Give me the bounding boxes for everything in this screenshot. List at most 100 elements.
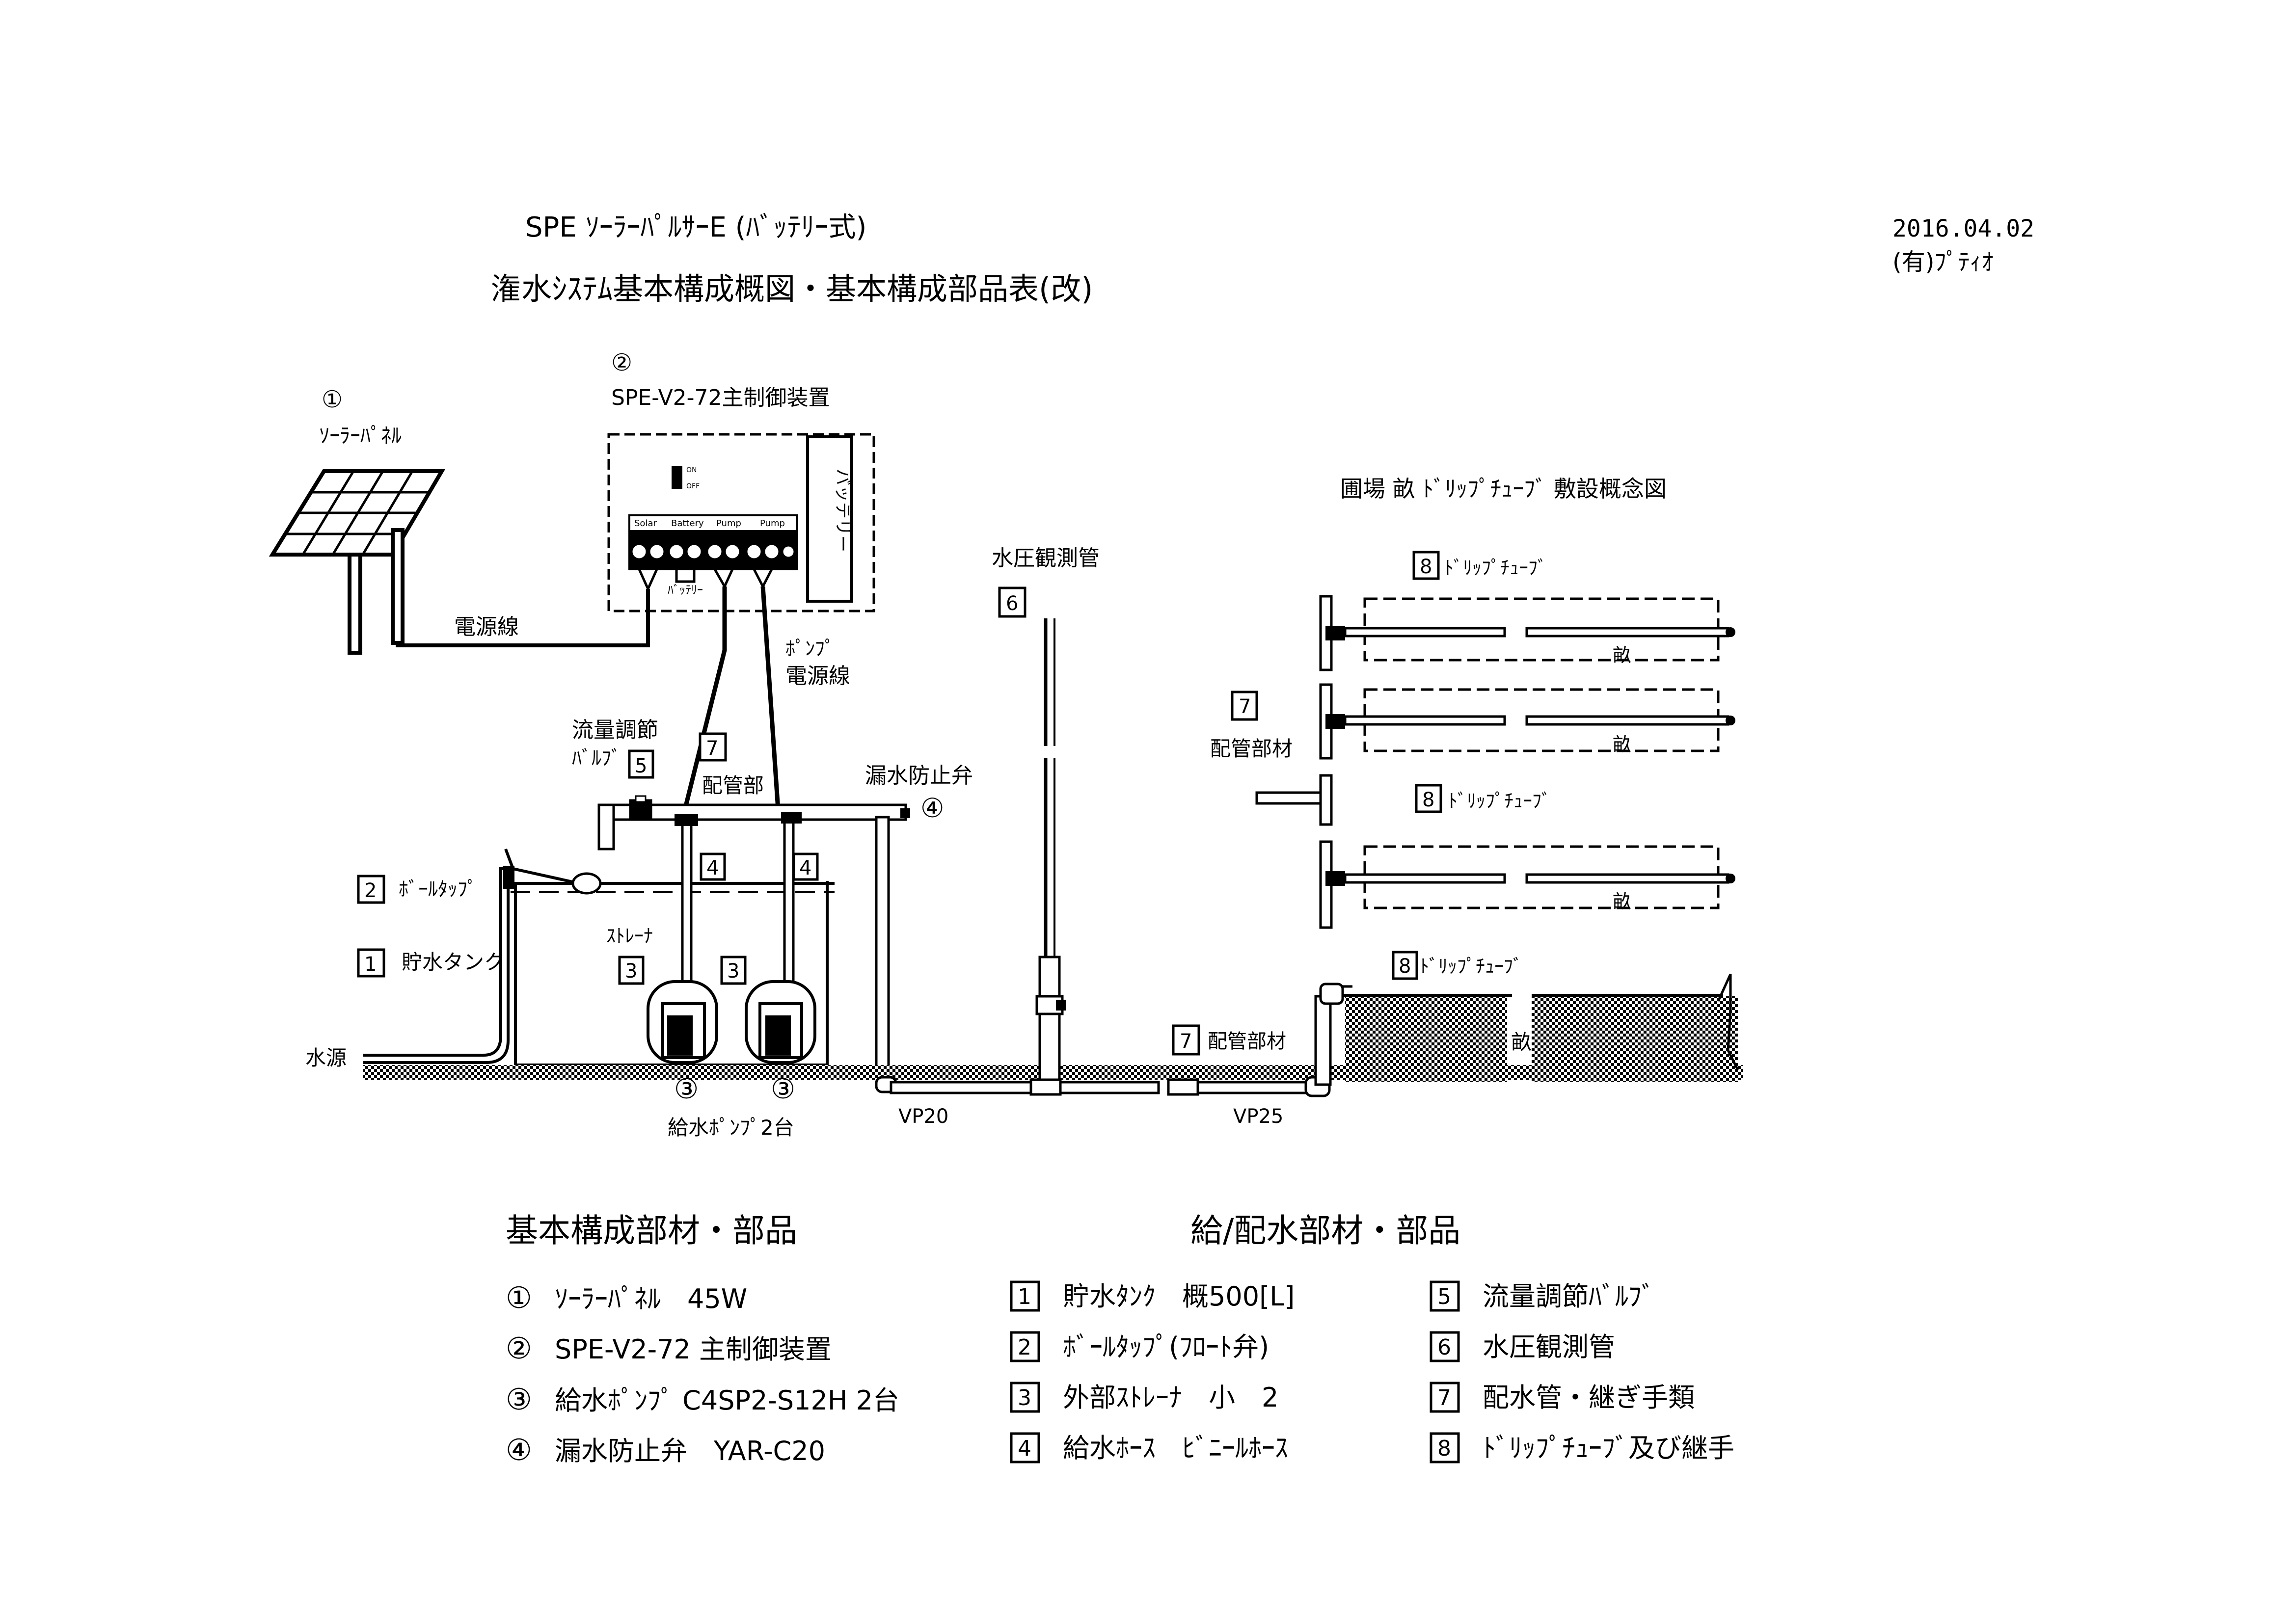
supply-item-6-number: 6 <box>1437 1335 1451 1360</box>
pump-cable-2 <box>760 586 781 810</box>
title-line-1: SPE ｿｰﾗｰﾊﾟﾙｻｰE (ﾊﾞｯﾃﾘｰ式) <box>525 212 866 243</box>
terminal-pump-2: Pump <box>760 518 785 529</box>
supply-item-8-text: ﾄﾞﾘｯﾌﾟﾁｭｰﾌﾞ及び継手 <box>1483 1433 1734 1463</box>
flow-valve-icon <box>629 799 652 821</box>
pressure-tube-label: 水圧観測管 <box>992 546 1100 571</box>
pump-power-label-2: 電源線 <box>785 664 850 689</box>
title-line-2: 潅水ｼｽﾃﾑ基本構成概図・基本構成部品表(改) <box>491 271 1093 307</box>
battery-sub-label: ﾊﾞｯﾃﾘｰ <box>668 583 703 597</box>
ball-tap-box <box>357 875 385 904</box>
ball-tap-box-number: 2 <box>364 879 377 902</box>
hose-box-1 <box>700 852 726 881</box>
pipe-label-vp20: VP20 <box>898 1105 948 1128</box>
plan-drip-box-1 <box>1412 551 1440 580</box>
switch-on-label: ON <box>686 466 697 474</box>
terminal-labels: Solar Battery Pump Pump <box>634 518 785 529</box>
supply-parts-title: 給/配水部材・部品 <box>1190 1212 1460 1250</box>
solar-panel: ① ｿｰﾗｰﾊﾟﾈﾙ <box>269 386 445 655</box>
pressure-tube-box-number: 6 <box>1006 592 1018 615</box>
power-line <box>396 589 650 647</box>
pump-number-1: ③ <box>674 1073 699 1105</box>
ball-tap-label: ﾎﾞｰﾙﾀｯﾌﾟ <box>399 878 477 901</box>
power-switch <box>672 466 682 489</box>
power-line-label: 電源線 <box>454 614 519 639</box>
strainer-box-2 <box>720 956 747 985</box>
basic-item-1-num: ① <box>506 1281 532 1315</box>
plan-piping-box <box>1231 691 1258 721</box>
supply-item-8-number: 8 <box>1437 1436 1451 1461</box>
tank-box <box>357 948 385 978</box>
controller: ② SPE-V2-72主制御装置 バッテリー ON OFF Solar Batt… <box>607 349 875 612</box>
plan-ridge-3: 畝 <box>1325 845 1735 912</box>
field-drip-label: ﾄﾞﾘｯﾌﾟﾁｭｰﾌﾞ <box>1420 956 1522 977</box>
underground-pipe <box>875 983 1344 1097</box>
field-drip-box-number: 8 <box>1399 955 1411 978</box>
controller-box <box>607 433 875 612</box>
hose-box-1-number: 4 <box>706 857 719 879</box>
supply-item-3-number: 3 <box>1018 1385 1031 1410</box>
basic-item-4-text: 漏水防止弁 YAR-C20 <box>555 1436 825 1466</box>
supply-item-1-box <box>1010 1280 1040 1312</box>
solar-panel-label: ｿｰﾗｰﾊﾟﾈﾙ <box>319 424 402 448</box>
water-source-label: 水源 <box>305 1046 347 1070</box>
field-bed-left <box>1345 996 1507 1082</box>
leak-valve-number: ④ <box>920 793 944 824</box>
plan-drip-box-2-number: 8 <box>1422 789 1434 811</box>
pump-power-label-1: ﾎﾟﾝﾌﾟ <box>785 638 835 660</box>
supply-item-3-text: 外部ｽﾄﾚｰﾅ 小 2 <box>1063 1382 1278 1413</box>
hose-box-2-number: 4 <box>799 857 811 879</box>
supply-item-5-text: 流量調節ﾊﾞﾙﾌﾞ <box>1483 1281 1655 1312</box>
plan-drip-label-2: ﾄﾞﾘｯﾌﾟﾁｭｰﾌﾞ <box>1448 790 1551 812</box>
ground-piping-box-number: 7 <box>1180 1030 1192 1053</box>
flow-valve-box <box>628 749 654 779</box>
pumps-label: 給水ﾎﾟﾝﾌﾟ2台 <box>668 1116 794 1140</box>
supply-item-2-text: ﾎﾞｰﾙﾀｯﾌﾟ(ﾌﾛｰﾄ弁) <box>1063 1331 1269 1362</box>
distribution-pipe-down <box>875 816 890 1079</box>
strainer-box-1-number: 3 <box>625 960 637 983</box>
supply-item-7-box <box>1430 1382 1460 1413</box>
switch-off-label: OFF <box>686 482 700 490</box>
pressure-tube-box <box>998 586 1026 618</box>
terminal-solar: Solar <box>634 518 657 529</box>
basic-item-2-text: SPE-V2-72 主制御装置 <box>555 1334 832 1365</box>
water-source-pipe <box>363 867 508 1057</box>
battery-box-label: バッテリー <box>833 469 852 552</box>
battery-box <box>806 435 853 603</box>
date-label: 2016.04.02 <box>1892 215 2034 242</box>
field-plan: 圃場 畝 ﾄﾞﾘｯﾌﾟﾁｭｰﾌﾞ 敷設概念図 8 ﾄﾞﾘｯﾌﾟﾁｭｰﾌﾞ 7 配… <box>1210 476 1735 929</box>
leak-valve-label: 漏水防止弁 <box>865 763 973 788</box>
supply-item-2-number: 2 <box>1018 1335 1031 1360</box>
supply-item-5-box <box>1430 1280 1460 1312</box>
flow-valve-box-number: 5 <box>635 755 647 777</box>
ground-piping-box <box>1172 1024 1200 1056</box>
parts-list-supply: 給/配水部材・部品 1 貯水ﾀﾝｸ 概500[L] 2 ﾎﾞｰﾙﾀｯﾌﾟ(ﾌﾛｰ… <box>1010 1212 1734 1463</box>
ground-piping-label: 配管部材 <box>1208 1030 1286 1053</box>
supply-item-8-box <box>1430 1432 1460 1463</box>
supply-item-4-number: 4 <box>1018 1436 1031 1461</box>
plan-ridge-1: 畝 <box>1325 597 1735 666</box>
supply-item-4-text: 給水ﾎｰｽ ﾋﾞﾆｰﾙﾎｰｽ <box>1063 1433 1288 1463</box>
ball-tap-icon <box>504 848 580 885</box>
supply-item-5-number: 5 <box>1437 1284 1451 1309</box>
plan-ridge-3-label: 畝 <box>1613 891 1631 912</box>
plan-drip-box-1-number: 8 <box>1420 556 1432 578</box>
supply-item-1-number: 1 <box>1018 1284 1031 1309</box>
piping-box-number: 7 <box>706 737 718 760</box>
pump-cable-1 <box>682 586 727 811</box>
hose-box-2 <box>792 852 819 881</box>
supply-item-6-box <box>1430 1331 1460 1362</box>
pump-number-2: ③ <box>771 1073 795 1105</box>
strainer-box-1 <box>618 956 645 985</box>
basic-parts-title: 基本構成部材・部品 <box>506 1212 797 1250</box>
field-bed-right <box>1532 996 1738 1082</box>
pressure-tube <box>1035 618 1066 1081</box>
tank-box-number: 1 <box>364 953 377 976</box>
controller-label: SPE-V2-72主制御装置 <box>611 385 830 410</box>
terminal-battery: Battery <box>671 518 704 529</box>
flow-valve-label-1: 流量調節 <box>572 718 658 743</box>
plan-drip-box-2 <box>1415 784 1442 813</box>
basic-item-2-num: ② <box>506 1331 532 1366</box>
strainer-label: ｽﾄﾚｰﾅ <box>606 925 653 947</box>
field-plan-title: 圃場 畝 ﾄﾞﾘｯﾌﾟﾁｭｰﾌﾞ 敷設概念図 <box>1340 476 1667 502</box>
